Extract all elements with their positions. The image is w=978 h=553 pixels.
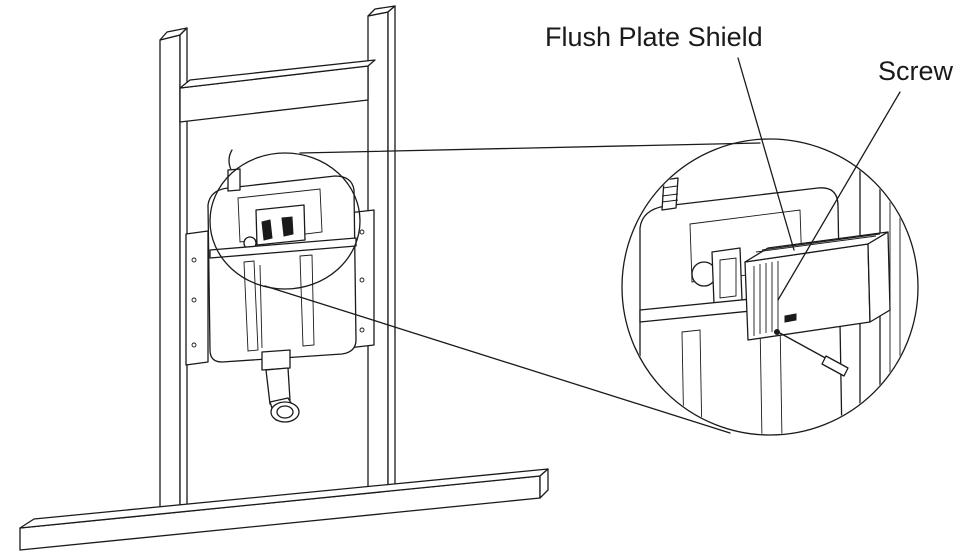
support-frame bbox=[19, 5, 549, 551]
flush-plate-shield-label: Flush Plate Shield bbox=[545, 22, 763, 52]
screw-label: Screw bbox=[878, 56, 954, 86]
zoomed-detail bbox=[639, 140, 901, 434]
concealed-cistern bbox=[185, 149, 375, 423]
leader-lines bbox=[737, 57, 901, 301]
magnifier-callout bbox=[209, 138, 919, 436]
